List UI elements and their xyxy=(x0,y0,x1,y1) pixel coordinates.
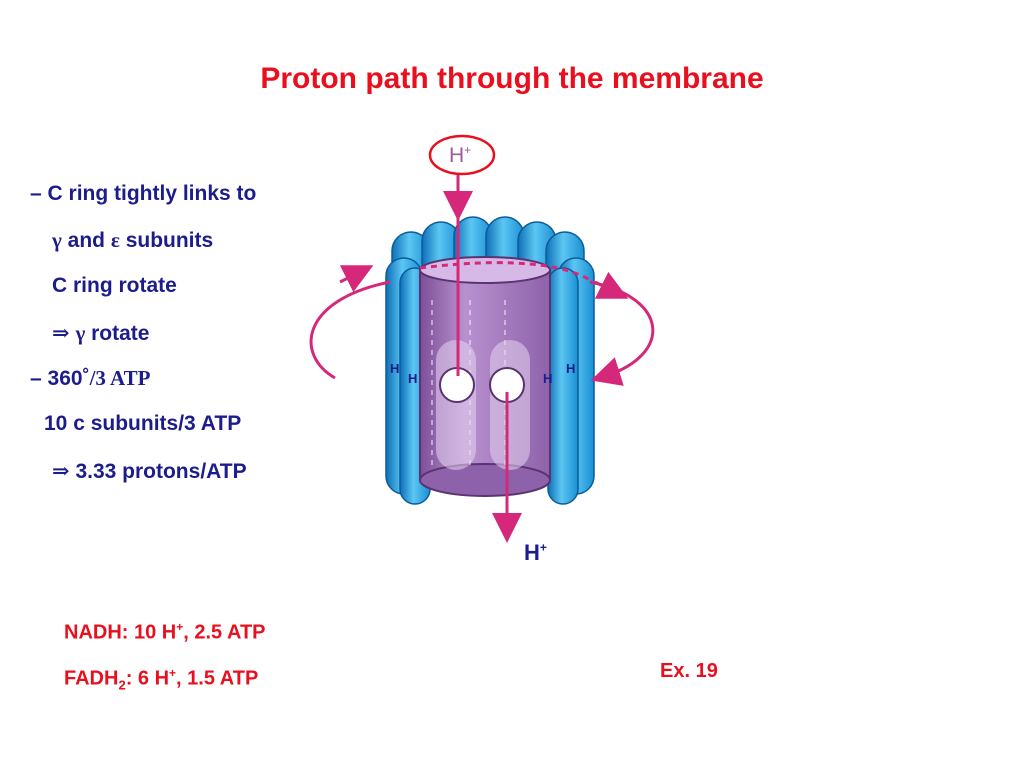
implies-arrow: ⇒ xyxy=(52,321,70,345)
label-text: H xyxy=(524,540,540,565)
superscript: + xyxy=(169,666,177,680)
bullet-c-ring-links: – C ring tightly links to xyxy=(30,182,256,206)
example-label: Ex. 19 xyxy=(660,660,718,682)
fadh2-note: FADH2: 6 H+, 1.5 ATP xyxy=(64,666,258,693)
epsilon-symbol: ε xyxy=(110,228,120,252)
superscript: + xyxy=(176,620,184,634)
superscript: + xyxy=(539,540,547,555)
bullet-protons-per-atp: ⇒ 3.33 protons/ATP xyxy=(52,458,247,484)
subunit-h-label: H xyxy=(408,371,417,386)
bullet-text: C ring rotate xyxy=(52,274,177,297)
subunit-h-label: H xyxy=(390,361,399,376)
bullet-gamma-rotate: ⇒ γ rotate xyxy=(52,320,149,346)
proton-entry-label: H+ xyxy=(449,143,471,168)
bullet-10-c-subunits: 10 c subunits/3 ATP xyxy=(44,412,241,436)
bullet-text: rotate xyxy=(91,322,150,345)
bullet-text: /3 ATP xyxy=(89,366,151,390)
dash-glyph: – xyxy=(30,367,42,390)
bullet-text: subunits xyxy=(125,229,214,252)
bullet-gamma-epsilon: γ and ε subunits xyxy=(52,228,213,253)
slide-title: Proton path through the membrane xyxy=(260,62,764,95)
label-text: H xyxy=(449,144,465,167)
bullet-text: C ring tightly links to xyxy=(47,182,257,205)
proton-exit-label: H+ xyxy=(524,540,547,566)
gamma-symbol: γ xyxy=(52,228,62,252)
dash-glyph: – xyxy=(30,182,42,205)
bullet-c-ring-rotate: C ring rotate xyxy=(52,274,177,298)
subscript: 2 xyxy=(118,677,126,693)
bullet-text: 10 c subunits/3 ATP xyxy=(44,412,242,435)
superscript: + xyxy=(464,143,472,157)
note-text: : 6 H xyxy=(125,667,170,690)
subunit-h-label: H xyxy=(566,361,575,376)
bullet-text: and xyxy=(67,229,106,252)
note-text: , 2.5 ATP xyxy=(183,621,266,644)
proton-entry-oval xyxy=(428,134,496,176)
subunit-h-label: H xyxy=(543,371,552,386)
rotation-arrow xyxy=(309,261,655,386)
degree-value: 360˚ xyxy=(47,367,90,390)
nadh-note: NADH: 10 H+, 2.5 ATP xyxy=(64,620,266,645)
note-text: NADH: 10 H xyxy=(64,621,177,644)
bullet-360-degrees: – 360˚/3 ATP xyxy=(30,366,150,391)
proton-path xyxy=(443,175,522,543)
implies-arrow: ⇒ xyxy=(52,459,70,483)
note-text: FADH xyxy=(64,667,119,690)
gamma-symbol: γ xyxy=(75,321,86,345)
note-text: , 1.5 ATP xyxy=(176,667,259,690)
bullet-text: 3.33 protons/ATP xyxy=(75,460,247,483)
